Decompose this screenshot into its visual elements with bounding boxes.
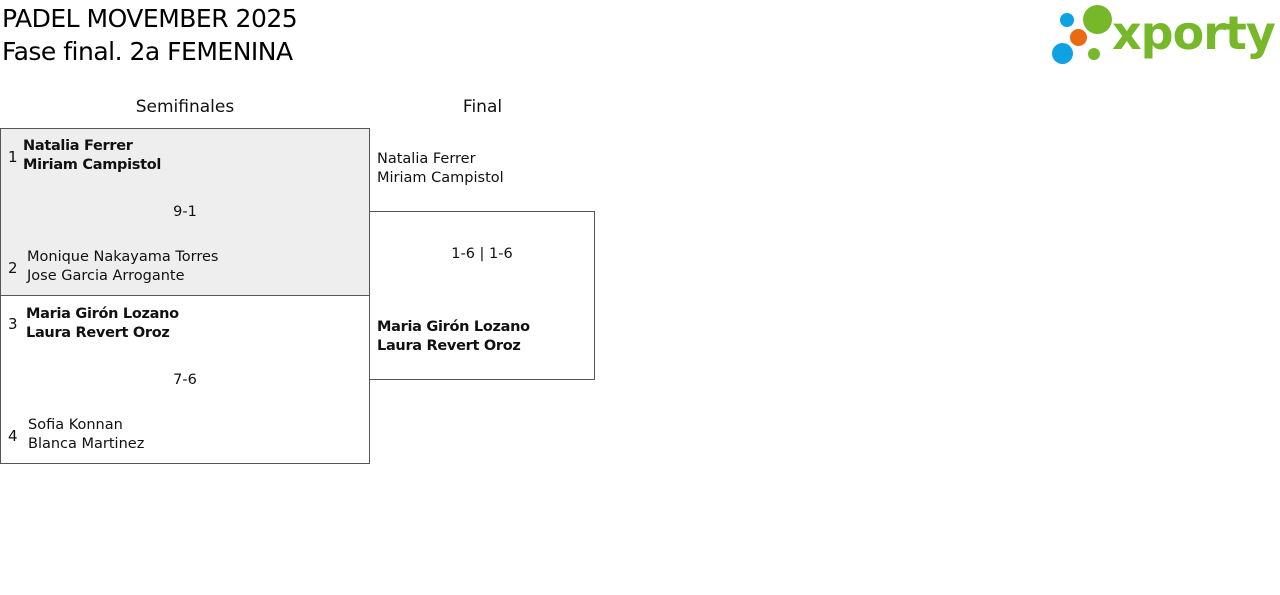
- player-name: Laura Revert Oroz: [377, 338, 521, 354]
- logo-dot-green-small: [1088, 48, 1100, 60]
- title-line-2: Fase final. 2a FEMENINA: [2, 37, 293, 66]
- page-title: PADEL MOVEMBER 2025 Fase final. 2a FEMEN…: [2, 2, 298, 68]
- match-score: 1-6 | 1-6: [451, 246, 513, 262]
- match-score: 9-1: [173, 204, 197, 220]
- player-name: Blanca Martinez: [28, 436, 145, 452]
- logo-dot-blue-large: [1052, 43, 1073, 64]
- title-line-1: PADEL MOVEMBER 2025: [2, 4, 298, 33]
- xporty-logo: xporty: [1050, 4, 1276, 68]
- seed-number: 2: [8, 259, 18, 277]
- team-loser[interactable]: Sofia Konnan Blanca Martinez: [28, 416, 144, 454]
- logo-wordmark: xporty: [1112, 6, 1276, 60]
- logo-dot-green-large: [1083, 5, 1112, 34]
- final-team-top[interactable]: Natalia Ferrer Miriam Campistol: [377, 150, 504, 188]
- seed-number: 1: [8, 148, 18, 166]
- final-match[interactable]: 1-6 | 1-6 Maria Girón Lozano Laura Rever…: [369, 211, 595, 380]
- player-name: Laura Revert Oroz: [26, 325, 170, 341]
- player-name: Maria Girón Lozano: [377, 319, 530, 335]
- player-name: Natalia Ferrer: [377, 151, 476, 167]
- player-name: Natalia Ferrer: [23, 138, 133, 154]
- logo-dot-orange: [1070, 29, 1087, 46]
- semifinal-match-2[interactable]: 3 Maria Girón Lozano Laura Revert Oroz 7…: [0, 295, 370, 464]
- team-winner[interactable]: Maria Girón Lozano Laura Revert Oroz: [26, 305, 179, 343]
- seed-number: 4: [8, 427, 18, 445]
- final-team-bottom[interactable]: Maria Girón Lozano Laura Revert Oroz: [377, 318, 530, 356]
- player-name: Jose Garcia Arrogante: [27, 268, 185, 284]
- team-winner[interactable]: Natalia Ferrer Miriam Campistol: [23, 137, 161, 175]
- column-header-final: Final: [462, 97, 503, 117]
- column-header-semifinales: Semifinales: [135, 97, 235, 117]
- semifinal-match-1[interactable]: 1 Natalia Ferrer Miriam Campistol 9-1 2 …: [0, 128, 370, 296]
- player-name: Miriam Campistol: [23, 157, 162, 173]
- logo-dot-blue: [1060, 13, 1074, 27]
- team-loser[interactable]: Monique Nakayama Torres Jose Garcia Arro…: [27, 248, 218, 286]
- player-name: Sofia Konnan: [28, 417, 123, 433]
- player-name: Monique Nakayama Torres: [27, 249, 219, 265]
- player-name: Miriam Campistol: [377, 170, 504, 186]
- player-name: Maria Girón Lozano: [26, 306, 179, 322]
- seed-number: 3: [8, 315, 18, 333]
- match-score: 7-6: [173, 372, 197, 388]
